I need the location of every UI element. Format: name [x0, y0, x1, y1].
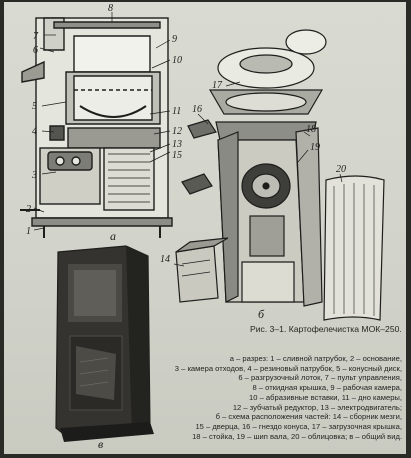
part-label-9: 9: [172, 34, 177, 45]
view-label-v: в: [98, 437, 103, 451]
part-label-20: 20: [336, 164, 346, 175]
part-label-14: 14: [160, 254, 170, 265]
part-label-8: 8: [108, 3, 113, 14]
part-label-6: 6: [33, 45, 38, 56]
figure-caption: Рис. 3–1. Картофелечистка МОК–250.: [250, 324, 402, 334]
legend-line: 3 – камера отходов, 4 – резиновый патруб…: [174, 363, 402, 373]
part-label-15: 15: [172, 150, 182, 161]
part-label-5: 5: [32, 101, 37, 112]
legend-line: 10 – абразивные вставки, 11 – дно камеры…: [249, 392, 402, 402]
part-label-1: 1: [26, 226, 31, 237]
part-label-18: 18: [306, 124, 316, 135]
machine-diagram: 7 6 5 4 3 2 1 8 9 10 11 12 13 15 а: [20, 3, 385, 451]
view-label-a: а: [110, 229, 116, 243]
legend-line: 6 – разгрузочный лоток, 7 – пульт управл…: [238, 373, 402, 383]
view-label-b: б: [258, 307, 265, 321]
part-label-12: 12: [172, 126, 182, 137]
part-label-2: 2: [26, 204, 31, 215]
general-view: [55, 245, 154, 442]
legend-line: а – разрез: 1 – сливной патрубок, 2 – ос…: [229, 354, 402, 363]
part-label-7: 7: [33, 31, 39, 42]
legend-line: 8 – откидная крышка, 9 – рабочая камера,: [252, 383, 403, 393]
part-label-10: 10: [172, 55, 182, 66]
sectional-view: [20, 17, 173, 238]
part-label-4: 4: [32, 126, 37, 137]
figure-legend: а – разрез: 1 – сливной патрубок, 2 – ос…: [96, 354, 402, 441]
legend-line: 12 – зубчатый редуктор, 13 – электродвиг…: [232, 402, 402, 412]
part-label-3: 3: [31, 170, 37, 181]
leader-lines-a: [33, 12, 171, 231]
legend-line: б – схема расположения частей: 14 – сбор…: [215, 412, 402, 422]
legend-line: 18 – стойка, 19 – шип вала, 20 – облицов…: [192, 431, 402, 441]
part-label-17: 17: [212, 80, 223, 91]
part-label-19: 19: [310, 142, 320, 153]
book-page: 7 6 5 4 3 2 1 8 9 10 11 12 13 15 а: [4, 2, 406, 454]
exploded-view: [175, 29, 385, 321]
part-label-16: 16: [192, 104, 202, 115]
part-label-13: 13: [172, 139, 182, 150]
part-label-11: 11: [172, 106, 181, 117]
leader-lines-b: [173, 81, 343, 267]
legend-line: 15 – дверца, 16 – гнездо конуса, 17 – за…: [195, 421, 402, 431]
